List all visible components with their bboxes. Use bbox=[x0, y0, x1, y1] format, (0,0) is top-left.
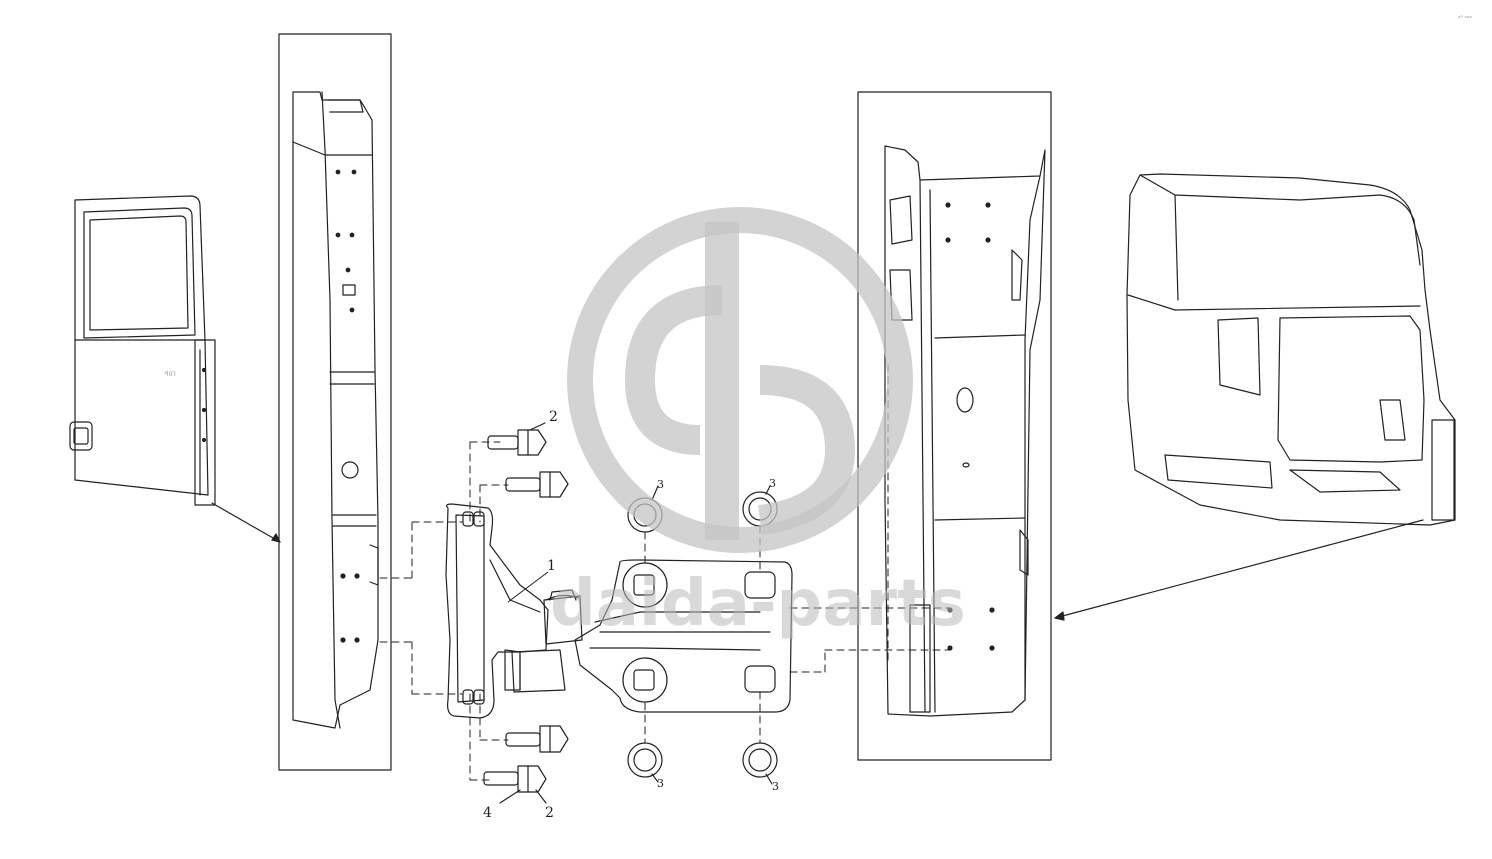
corner-mark: ᵒᴾ ᵒᵒᵒ bbox=[1458, 15, 1473, 22]
cab-drawing bbox=[1054, 173, 1456, 621]
leader-part-1 bbox=[507, 571, 549, 603]
bolt-bottom-1 bbox=[505, 725, 569, 753]
hinge-assembly bbox=[445, 503, 583, 719]
watermark-logo bbox=[567, 207, 913, 553]
bolt-bottom-2 bbox=[483, 765, 547, 804]
label-part-2-bottom: 2 bbox=[545, 805, 554, 821]
label-part-3-d: 3 bbox=[772, 780, 779, 793]
watermark-text: daida-parts bbox=[550, 567, 966, 641]
label-part-3-a: 3 bbox=[657, 478, 664, 491]
right-detail-box bbox=[857, 91, 1052, 761]
left-detail-box bbox=[278, 33, 392, 771]
nut-bottom-right bbox=[742, 742, 778, 785]
label-part-1: 1 bbox=[547, 558, 556, 574]
bolt-top-2 bbox=[505, 471, 569, 498]
bolt-top-1 bbox=[487, 422, 547, 456]
hinge-plate bbox=[574, 559, 793, 713]
label-part-2-top: 2 bbox=[549, 409, 558, 425]
label-part-4: 4 bbox=[483, 805, 492, 821]
label-part-3-b: 3 bbox=[769, 477, 776, 490]
door-drawing bbox=[69, 195, 281, 543]
label-part-3-c: 3 bbox=[657, 777, 664, 790]
door-marking: ꟼ0Ꞁ bbox=[165, 371, 176, 378]
alignment-lines-left bbox=[379, 441, 509, 781]
